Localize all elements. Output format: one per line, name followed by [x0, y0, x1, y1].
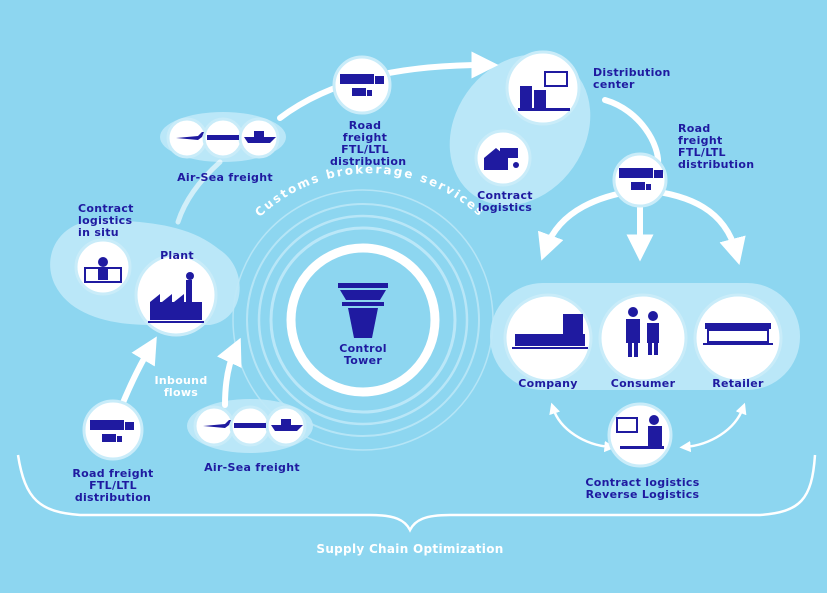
airplane-icon — [176, 132, 204, 140]
building-icon — [512, 314, 588, 349]
retailer-circle — [693, 293, 783, 383]
computer-worker-icon — [616, 415, 664, 449]
air-sea-bottom-label: Air-Sea freight — [204, 461, 300, 474]
retailer-label: Retailer — [712, 377, 764, 390]
ship-icon — [244, 131, 276, 143]
plant-label: Plant — [160, 249, 194, 262]
contract-logistics-label: Contract logistics — [477, 189, 533, 214]
air-sea-top-label: Air-Sea freight — [177, 171, 273, 184]
control-tower-rings — [232, 189, 494, 451]
road-top-circle — [332, 55, 392, 115]
distribution-center-label: Distribution center — [593, 66, 671, 91]
worker-icon — [84, 257, 122, 283]
truck-icon-bottom — [90, 420, 134, 442]
customs-arc-text: Customs brokerage services — [252, 162, 488, 219]
consumer-label: Consumer — [610, 377, 676, 390]
ship-icon-b — [271, 419, 303, 431]
train-icon-b — [234, 423, 266, 428]
shop-icon — [703, 323, 773, 345]
road-top-label: Road freight FTL/LTL distribution — [330, 119, 407, 168]
road-right-circle — [612, 152, 668, 208]
road-bottom-label: Road freight FTL/LTL distribution — [72, 467, 154, 504]
control-tower-icon — [338, 283, 388, 338]
contract-reverse-label: Contract logistics Reverse Logistics — [585, 476, 700, 501]
train-icon — [207, 135, 239, 140]
distribution-center-circle — [505, 50, 581, 126]
company-label: Company — [518, 377, 578, 390]
airplane-icon-b — [203, 420, 231, 428]
factory-icon — [148, 272, 204, 323]
contract-in-situ-label: Contract logistics in situ — [78, 202, 134, 239]
truck-icon — [340, 74, 384, 96]
supply-chain-brace — [16, 454, 817, 533]
inbound-flows-label: Inbound flows — [154, 374, 208, 399]
control-tower-label: Control Tower — [339, 342, 387, 367]
warehouse-truck-icon — [484, 148, 519, 170]
consumer-circle — [598, 293, 688, 383]
warehouse-icon — [518, 71, 570, 111]
supply-chain-optimization-label: Supply Chain Optimization — [316, 542, 504, 556]
people-icon — [626, 307, 659, 357]
road-right-label: Road freight FTL/LTL distribution — [678, 122, 755, 171]
truck-icon-right — [619, 168, 663, 190]
